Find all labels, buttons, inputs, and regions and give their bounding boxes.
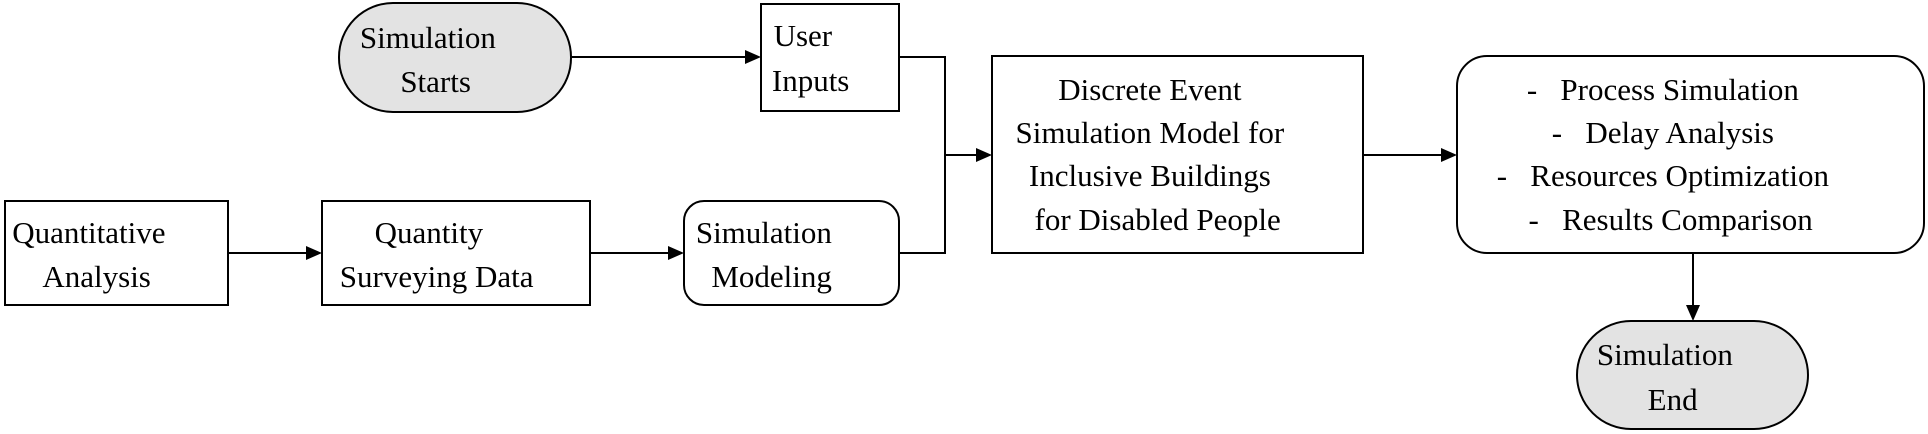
node-user-inputs: User Inputs <box>0 0 900 112</box>
node-quantity-surveying-line-1: Quantity <box>375 215 484 250</box>
svg-text:Discrete Event Simulatio: Discrete Event Simulation Model for Incl… <box>0 0 1338 237</box>
svg-text:- Process Simulation -: - Process Simulation - Delay Analysis - … <box>1497 72 1830 237</box>
node-quantity-surveying-line-2: Surveying Data <box>340 259 534 294</box>
output-item-resources-optimization: - Resources Optimization <box>1497 158 1830 193</box>
node-quantitative-analysis: Quantitative Analysis <box>0 0 229 306</box>
node-simulation-end-line-2: End <box>1648 382 1698 417</box>
arrowhead-modeling <box>668 246 684 260</box>
node-simulation-starts-line-1: Simulation <box>360 20 497 55</box>
node-simulation-starts-line-2: Starts <box>400 64 471 99</box>
arrowhead-outputs <box>1441 148 1457 162</box>
node-simulation-end: Simulation End <box>1576 320 1809 430</box>
arrowhead-end <box>1686 305 1700 321</box>
arrowhead-user-inputs <box>745 50 761 64</box>
node-discrete-event-line-3: Inclusive Buildings <box>1029 158 1271 193</box>
output-item-process-simulation: - Process Simulation <box>1527 72 1800 107</box>
arrowhead-quantity <box>306 246 322 260</box>
node-quantitative-analysis-line-2: Analysis <box>42 259 151 294</box>
node-quantity-surveying-data: Quantity Surveying Data <box>0 0 591 306</box>
svg-text:Simulation Starts: Simulation Starts <box>0 0 550 99</box>
output-item-results-comparison: - Results Comparison <box>1529 202 1814 237</box>
output-item-delay-analysis: - Delay Analysis <box>1552 115 1774 150</box>
svg-text:Simulation Modeling: Simulation Modeling <box>0 0 886 294</box>
node-simulation-modeling: Simulation Modeling <box>0 0 900 306</box>
node-simulation-end-line-1: Simulation <box>1597 337 1734 372</box>
svg-text:User Inputs: User Inputs <box>0 0 888 98</box>
svg-text:Quantitative Analysis: Quantitative Analysis <box>0 0 220 294</box>
arrowhead-des-model <box>976 148 992 162</box>
node-user-inputs-line-2: Inputs <box>772 63 850 98</box>
node-quantitative-analysis-line-1: Quantitative <box>12 215 165 250</box>
svg-text:Quantity Surveying Data: Quantity Surveying Data <box>0 0 572 294</box>
node-user-inputs-line-1: User <box>774 18 833 53</box>
node-simulation-outputs: - Process Simulation - Delay Analysis - … <box>1456 55 1925 254</box>
node-simulation-starts: Simulation Starts <box>0 0 572 113</box>
node-simulation-modeling-line-2: Modeling <box>711 259 832 294</box>
node-discrete-event-line-1: Discrete Event <box>1058 72 1242 107</box>
node-simulation-modeling-line-1: Simulation <box>696 215 833 250</box>
node-discrete-event-model: Discrete Event Simulation Model for Incl… <box>0 0 1364 254</box>
svg-text:Simulation End: Simulation End <box>1597 337 1734 417</box>
node-discrete-event-line-4: for Disabled People <box>1035 202 1281 237</box>
node-discrete-event-line-2: Simulation Model for <box>1016 115 1285 150</box>
edges <box>228 50 1700 321</box>
edge-user-inputs-join <box>899 56 946 254</box>
